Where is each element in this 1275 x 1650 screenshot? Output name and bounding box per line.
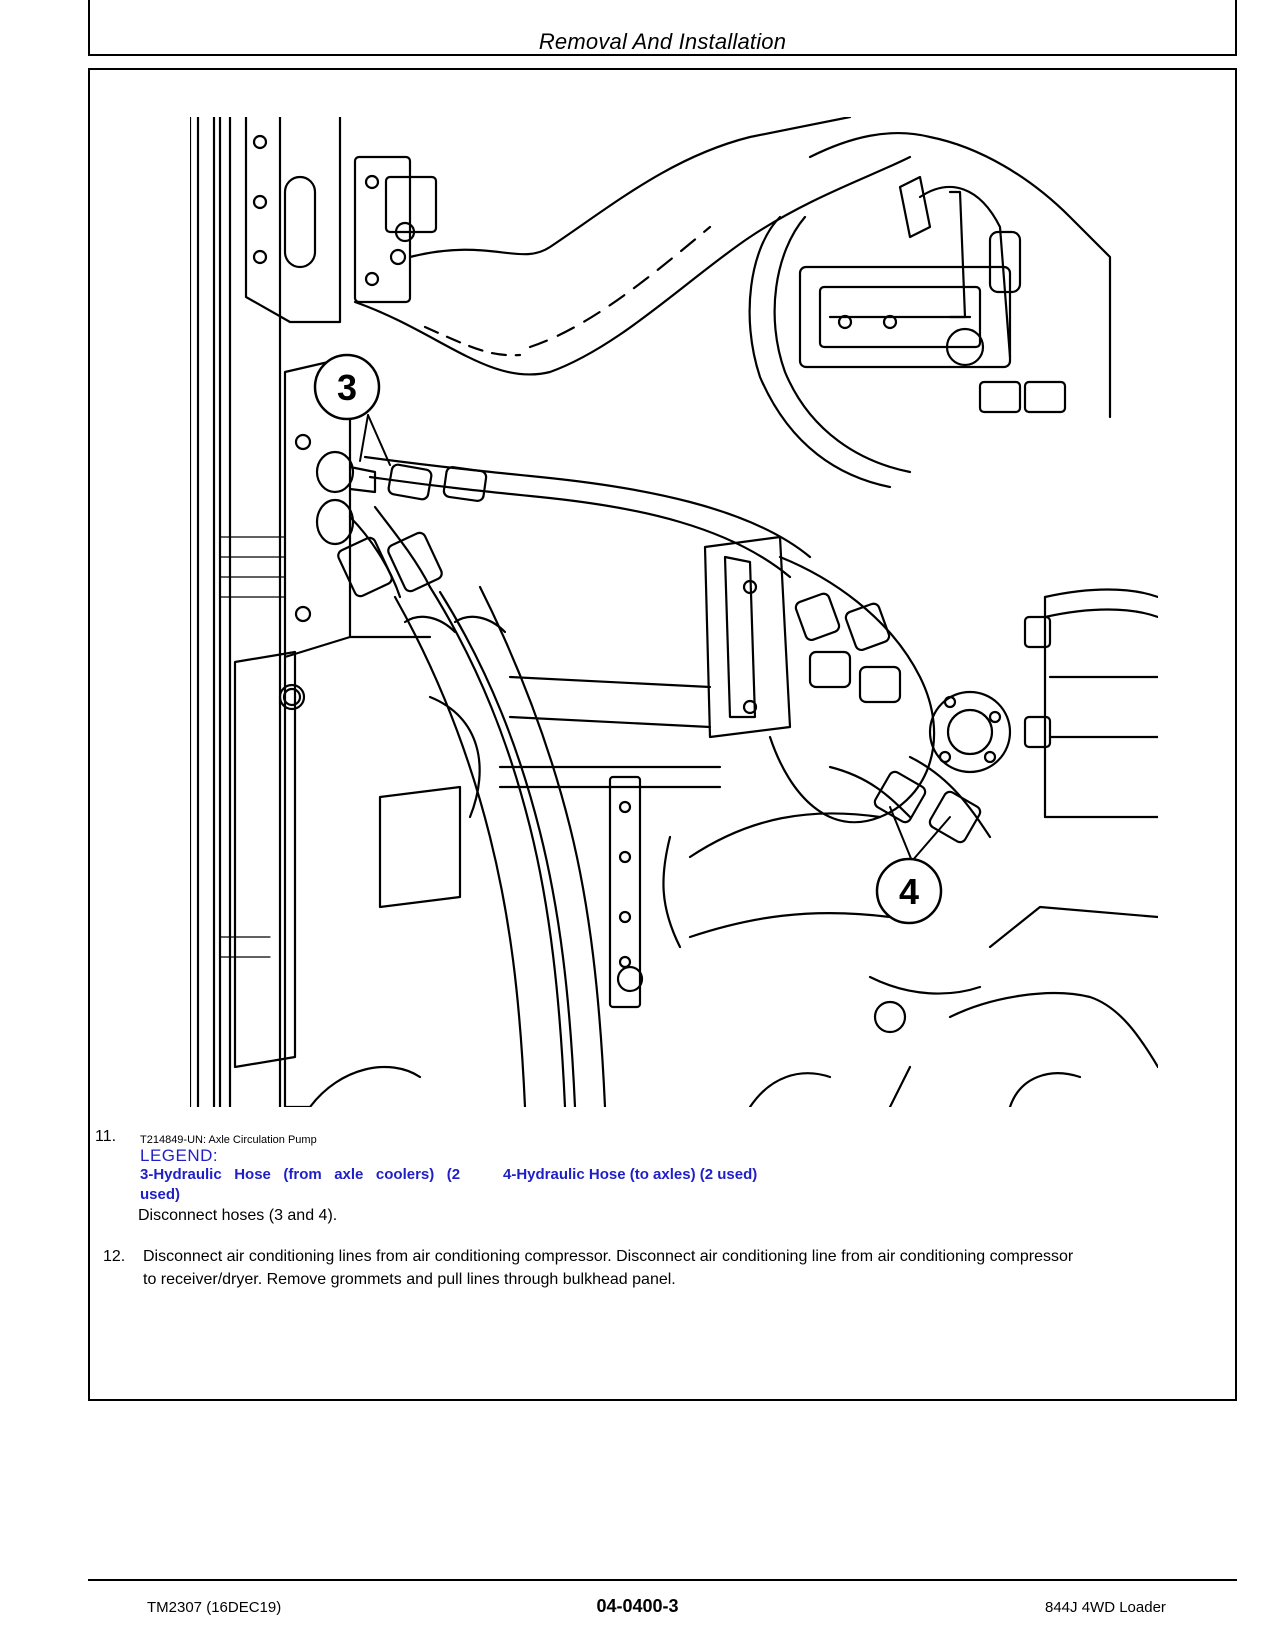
axle-circulation-pump-illustration: 3 4 <box>190 117 1158 1107</box>
content-frame <box>88 68 1237 1401</box>
step-11-number: 11. <box>95 1128 117 1145</box>
step-11-instruction: Disconnect hoses (3 and 4). <box>138 1207 338 1224</box>
callout-4-label: 4 <box>899 871 919 912</box>
footer-rule <box>88 1579 1237 1581</box>
legend-item-3: 3-Hydraulic Hose (from axle coolers) (2 <box>140 1166 461 1183</box>
machine-model: 844J 4WD Loader <box>1045 1599 1166 1616</box>
callout-4: 4 <box>875 806 951 925</box>
legend-item-3-continued: used) <box>140 1186 181 1203</box>
step-12-text-line2: to receiver/dryer. Remove grommets and p… <box>143 1271 676 1288</box>
callout-3-label: 3 <box>337 367 357 408</box>
step-12-number: 12. <box>103 1248 126 1265</box>
figure-caption: T214849-UN: Axle Circulation Pump <box>140 1134 317 1146</box>
manual-id: TM2307 (16DEC19) <box>147 1599 282 1616</box>
legend-item-4: 4-Hydraulic Hose (to axles) (2 used) <box>503 1166 758 1183</box>
callout-3: 3 <box>313 353 391 466</box>
page-number: 04-0400-3 <box>596 1596 679 1616</box>
step-12-text-line1: Disconnect air conditioning lines from a… <box>143 1248 1074 1265</box>
section-title: Removal And Installation <box>538 29 787 54</box>
header-frame <box>88 0 1237 56</box>
legend-title: LEGEND: <box>140 1146 219 1165</box>
